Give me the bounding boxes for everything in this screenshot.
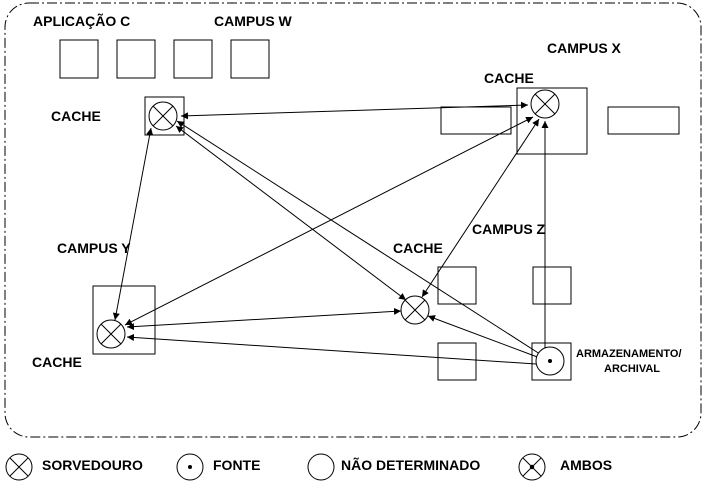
sink-node-campus-z-cache [400, 295, 430, 325]
campus-y-label: CAMPUS Y [57, 240, 131, 256]
flow-edge-y-z [126, 307, 402, 331]
campus-x-label: CAMPUS X [547, 40, 622, 56]
campus-z-application-box [437, 342, 477, 381]
legend-both-label: AMBOS [560, 457, 612, 473]
flow-edge-w-z [175, 125, 407, 301]
source-legend-icon [176, 453, 204, 481]
legend-sink-label: SORVEDOURO [42, 457, 143, 473]
storage-label-line2: ARCHIVAL [604, 363, 660, 375]
flow-edge-storage-z [427, 315, 541, 359]
flow-edges [112, 101, 549, 365]
campus-z-cache-label: CACHE [393, 240, 443, 256]
campus-w-label: CAMPUS W [214, 13, 293, 29]
aplicacao-c-label: APLICAÇÃO C [33, 12, 130, 29]
campus-y-cache-label: CACHE [32, 354, 82, 370]
sink-node-campus-y-cache [96, 319, 126, 349]
flow-edge-x-z [421, 118, 540, 298]
application-box [116, 39, 156, 79]
campus-x-application-box [607, 106, 680, 135]
flow-edge-storage-y [126, 333, 537, 365]
campus-z-application-box [532, 266, 572, 305]
campus-z-application-box [437, 266, 477, 305]
both-legend-icon [518, 453, 546, 481]
source-node-storage [535, 346, 565, 376]
application-box [230, 39, 270, 79]
campus-x-application-box [440, 106, 512, 135]
flow-edge-w-x [180, 101, 529, 120]
legend-undetermined-label: NÃO DETERMINADO [341, 456, 480, 473]
campus-z-label: CAMPUS Z [472, 221, 546, 237]
application-box [173, 39, 213, 79]
flow-edge-storage-w [176, 120, 544, 357]
sink-legend-icon [5, 453, 33, 481]
sink-node-campus-w-cache [148, 101, 178, 131]
storage-label-line1: ARMAZENAMENTO/ [576, 348, 682, 360]
legend: SORVEDOURO FONTE NÃO DETERMINADO AMBOS [5, 453, 612, 481]
campus-w-applications [59, 39, 270, 79]
sink-node-campus-x-cache [530, 89, 560, 119]
undetermined-legend-icon [307, 453, 335, 481]
campus-x-cache-label: CACHE [484, 70, 534, 86]
network-boundary [4, 2, 702, 438]
campus-w-cache-label: CACHE [51, 108, 101, 124]
application-box [59, 39, 99, 79]
legend-source-label: FONTE [213, 457, 260, 473]
